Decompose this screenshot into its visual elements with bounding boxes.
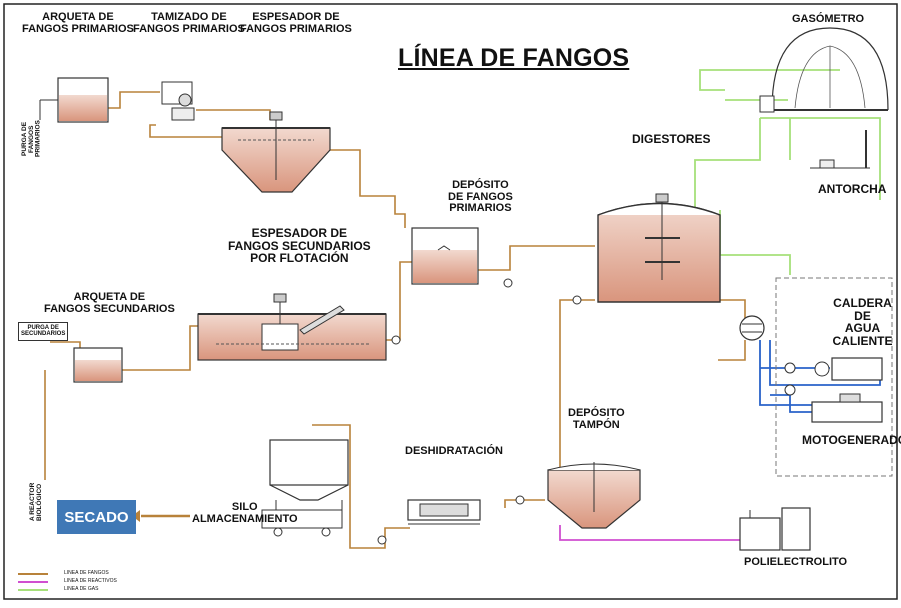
label-motogenerador: MOTOGENERADOR — [802, 433, 901, 447]
legend-label-gas: LINEA DE GAS — [64, 586, 99, 592]
label-silo: SILO ALMACENAMIENTO — [192, 501, 298, 525]
secado-arrow — [132, 510, 190, 522]
espesador-flotacion-tank — [197, 293, 387, 361]
deposito-primarios-tank — [411, 227, 479, 285]
arqueta-secundarios-tank — [73, 347, 123, 383]
motogenerador-unit — [811, 393, 883, 423]
tamizado-screen — [161, 81, 195, 121]
gas-pipeline — [694, 69, 881, 275]
label-deposito-primarios: DEPÓSITO DE FANGOS PRIMARIOS — [448, 179, 513, 215]
polielectrolito-unit — [739, 507, 811, 551]
legend-label-fangos: LINEA DE FANGOS — [64, 570, 109, 576]
label-caldera: CALDERA DE AGUA CALIENTE — [832, 296, 893, 348]
deshidratacion-unit — [407, 499, 481, 525]
digestor-tank — [597, 193, 721, 303]
antorcha-flare — [810, 130, 870, 169]
deposito-tampon-tank — [547, 462, 641, 529]
label-gasometro: GASÓMETRO — [792, 13, 865, 25]
label-antorcha: ANTORCHA — [818, 182, 887, 196]
label-arqueta-secundarios: ARQUETA DE FANGOS SECUNDARIOS — [44, 291, 175, 315]
label-a-reactor: A REACTOR BIOLÓGICO — [29, 482, 43, 522]
label-espesador-primarios: ESPESADOR DE FANGOS PRIMARIOS — [240, 11, 352, 35]
label-deposito-tampon: DEPÓSITO TAMPÓN — [568, 407, 625, 431]
arqueta-primarios-tank — [39, 77, 109, 123]
legend-swatches — [18, 573, 48, 591]
gasometro-dome — [759, 27, 889, 113]
label-tamizado: TAMIZADO DE FANGOS PRIMARIOS — [133, 11, 245, 35]
label-deshidratacion: DESHIDRATACIÓN — [405, 445, 503, 457]
label-digestores: DIGESTORES — [632, 132, 711, 146]
sludge-pumps — [377, 278, 582, 545]
legend-label-reactivos: LINEA DE REACTIVOS — [64, 578, 117, 584]
energy-area-box — [775, 277, 893, 477]
label-espesador-flotacion: ESPESADOR DE FANGOS SECUNDARIOS POR FLOT… — [228, 226, 371, 266]
reagent-pipeline — [559, 525, 745, 541]
secado-box: SECADO — [57, 500, 136, 534]
diagram-title: LÍNEA DE FANGOS — [398, 44, 630, 72]
caldera-boiler — [814, 357, 883, 381]
espesador-primarios-tank — [221, 111, 331, 193]
label-arqueta-primarios: ARQUETA DE FANGOS PRIMARIOS — [22, 11, 134, 35]
label-purga-secundarios: PURGA DE SECUNDARIOS — [18, 322, 69, 341]
label-polielectrolito: POLIELECTROLITO — [744, 556, 848, 568]
label-purga-primarios: PURGA DE FANGOS PRIMARIOS — [21, 120, 42, 158]
heat-exchanger — [739, 315, 765, 341]
diagram-frame — [3, 3, 898, 600]
water-pumps — [784, 362, 796, 396]
silo-structure — [261, 439, 349, 537]
